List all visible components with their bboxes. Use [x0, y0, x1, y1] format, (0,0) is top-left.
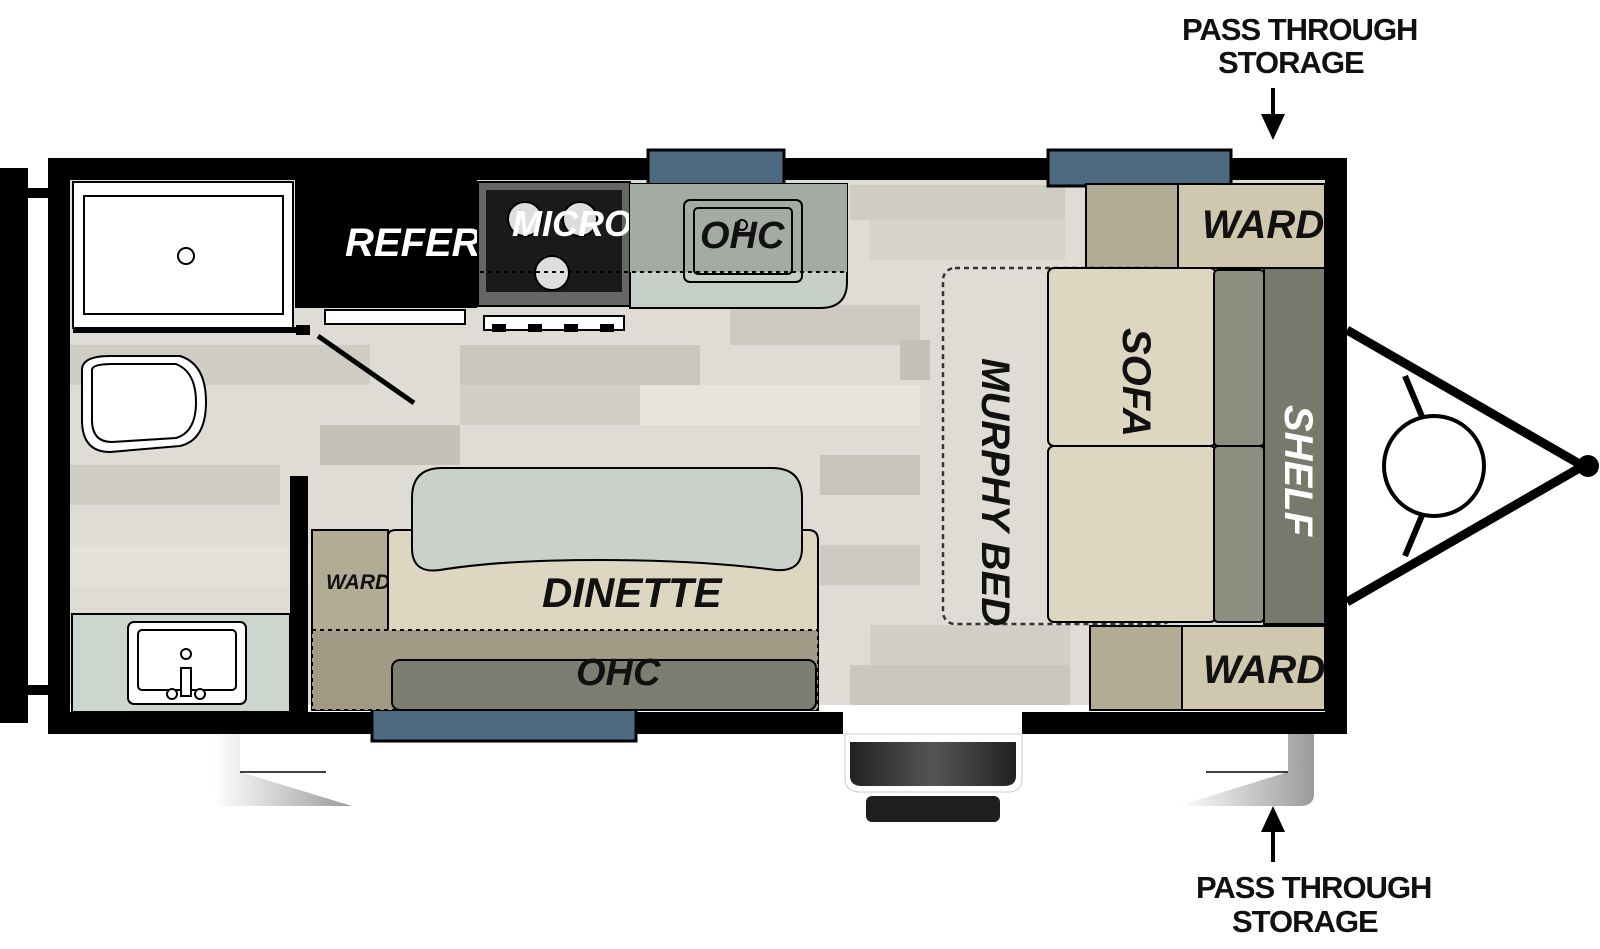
callout-bottom-line2: STORAGE — [1232, 904, 1378, 939]
dinette-label: DINETTE — [542, 569, 724, 616]
rear-bumper — [0, 168, 28, 723]
kitchen-sink — [683, 199, 803, 283]
sofa-label: SOFA — [1114, 328, 1158, 437]
pass-through-storage-bottom: PASS THROUGH STORAGE — [1196, 806, 1432, 939]
ward-front-top: WARD — [1085, 183, 1326, 269]
callout-top-line1: PASS THROUGH — [1182, 12, 1417, 47]
refer-label: REFER — [345, 221, 481, 265]
dinette: WARD DINETTE OHC — [311, 467, 819, 711]
ward-top-label: WARD — [1202, 203, 1324, 247]
window-front — [1046, 148, 1233, 188]
trailer-tongue — [1344, 326, 1599, 606]
kitchen-counter: OHC — [480, 183, 848, 309]
ohc-dinette-label: OHC — [576, 652, 661, 694]
dinette-backrest — [411, 467, 803, 572]
rear-stabilizer — [214, 734, 352, 806]
hitch-coupler — [1577, 455, 1599, 477]
ward-bottom-label: WARD — [1203, 648, 1325, 692]
callout-bottom-line1: PASS THROUGH — [1196, 870, 1431, 905]
range: MICRO — [477, 181, 632, 332]
arrow-up-icon — [1261, 806, 1285, 832]
shower-drain — [177, 247, 195, 265]
micro-label: MICRO — [512, 203, 632, 244]
propane-tank — [1382, 414, 1486, 518]
shelf: SHELF — [1263, 267, 1326, 625]
refrigerator: REFER — [295, 180, 481, 325]
sofa: SOFA — [1047, 267, 1265, 623]
window-kitchen — [646, 148, 786, 188]
front-stabilizer — [1178, 734, 1314, 806]
callout-top-line2: STORAGE — [1218, 45, 1364, 80]
bath-partition — [290, 476, 308, 712]
bath-door — [316, 333, 416, 406]
shelf-label: SHELF — [1276, 405, 1320, 538]
bathroom — [71, 181, 416, 713]
entry-step — [844, 733, 1023, 822]
pass-through-storage-top: PASS THROUGH STORAGE — [1182, 12, 1418, 140]
ward-front-bottom: WARD — [1089, 625, 1326, 711]
ohc-kitchen-label: OHC — [700, 215, 785, 257]
arrow-down-icon — [1261, 114, 1285, 140]
ward-small-label: WARD — [326, 571, 390, 594]
murphy-bed-label: MURPHY BED — [973, 358, 1017, 626]
